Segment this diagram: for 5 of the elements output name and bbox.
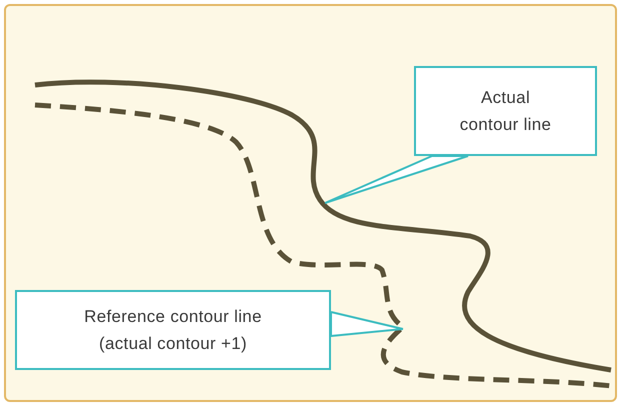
callout-pointer — [324, 155, 469, 204]
callout-text: Actual contour line — [458, 87, 552, 136]
callout-box — [15, 290, 331, 370]
callout-text: Reference contour line (actual contour +1) — [83, 306, 263, 355]
callout-pointer — [330, 311, 404, 338]
